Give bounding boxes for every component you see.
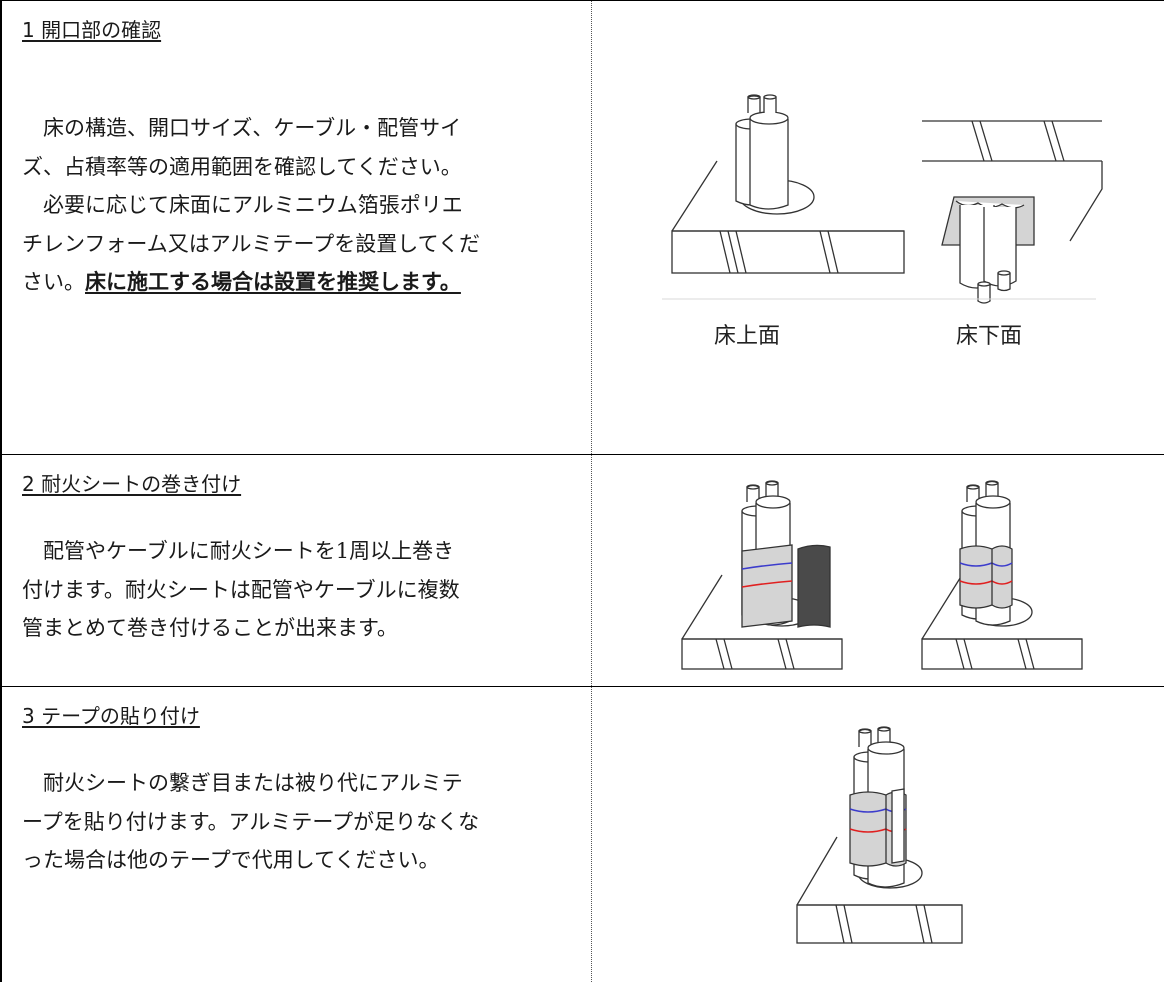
step-3-illustration	[592, 687, 1164, 982]
step-1-body: 床の構造、開口サイズ、ケーブル・配管サイ ズ、占積率等の適用範囲を確認してくださ…	[22, 109, 585, 302]
step-2-text-cell: 2 耐火シートの巻き付け 配管やケーブルに耐火シートを1周以上巻き 付けます。耐…	[1, 455, 591, 687]
step-1-text-cell: 1 開口部の確認 床の構造、開口サイズ、ケーブル・配管サイ ズ、占積率等の適用範…	[1, 1, 591, 455]
step-row-1: 1 開口部の確認 床の構造、開口サイズ、ケーブル・配管サイ ズ、占積率等の適用範…	[1, 1, 1164, 455]
step-3-line-3: った場合は他のテープで代用してください。	[22, 841, 585, 880]
step-2-title: 2 耐火シートの巻き付け	[22, 468, 241, 497]
caption-floor-bottom: 床下面	[955, 324, 1021, 349]
step-1-line-3: 必要に応じて床面にアルミニウム箔張ポリエ	[22, 186, 585, 225]
step-3-text-cell: 3 テープの貼り付け 耐火シートの繋ぎ目または被り代にアルミテ ープを貼り付けま…	[1, 687, 591, 982]
pipes-taped	[797, 727, 962, 943]
step-1-line-5-plain: さい。	[22, 270, 85, 294]
step-row-2: 2 耐火シートの巻き付け 配管やケーブルに耐火シートを1周以上巻き 付けます。耐…	[1, 455, 1164, 687]
step-row-3: 3 テープの貼り付け 耐火シートの繋ぎ目または被り代にアルミテ ープを貼り付けま…	[1, 687, 1164, 982]
step-2-illustration	[592, 455, 1164, 687]
step-1-illustration: 床上面 床下面	[592, 1, 1164, 455]
step-2-line-3: 管まとめて巻き付けることが出来ます。	[22, 609, 585, 648]
step-1-emphasis-note: 床に施工する場合は設置を推奨します。	[85, 270, 461, 294]
floor-top-view	[672, 95, 904, 273]
step-1-line-2: ズ、占積率等の適用範囲を確認してください。	[22, 148, 585, 187]
step-2-line-1: 配管やケーブルに耐火シートを1周以上巻き	[22, 532, 585, 571]
step-1-line-5: さい。床に施工する場合は設置を推奨します。	[22, 263, 585, 302]
pipes-wrapping-start	[682, 481, 842, 669]
step-3-figure-cell	[591, 687, 1164, 982]
floor-bottom-view	[922, 121, 1102, 303]
step-3-body: 耐火シートの繋ぎ目または被り代にアルミテ ープを貼り付けます。アルミテープが足り…	[22, 764, 585, 880]
step-3-line-1: 耐火シートの繋ぎ目または被り代にアルミテ	[22, 764, 585, 803]
step-1-figure-cell: 床上面 床下面	[591, 1, 1164, 455]
step-2-line-2: 付けます。耐火シートは配管やケーブルに複数	[22, 571, 585, 610]
step-3-title: 3 テープの貼り付け	[22, 700, 200, 729]
caption-floor-top: 床上面	[713, 324, 779, 349]
step-2-body: 配管やケーブルに耐火シートを1周以上巻き 付けます。耐火シートは配管やケーブルに…	[22, 532, 585, 648]
pipes-wrapping-done	[922, 481, 1082, 669]
step-1-title: 1 開口部の確認	[22, 14, 161, 43]
step-1-line-4: チレンフォーム又はアルミテープを設置してくだ	[22, 225, 585, 264]
step-2-figure-cell	[591, 455, 1164, 687]
step-3-line-2: ープを貼り付けます。アルミテープが足りなくな	[22, 803, 585, 842]
step-1-line-1: 床の構造、開口サイズ、ケーブル・配管サイ	[22, 109, 585, 148]
